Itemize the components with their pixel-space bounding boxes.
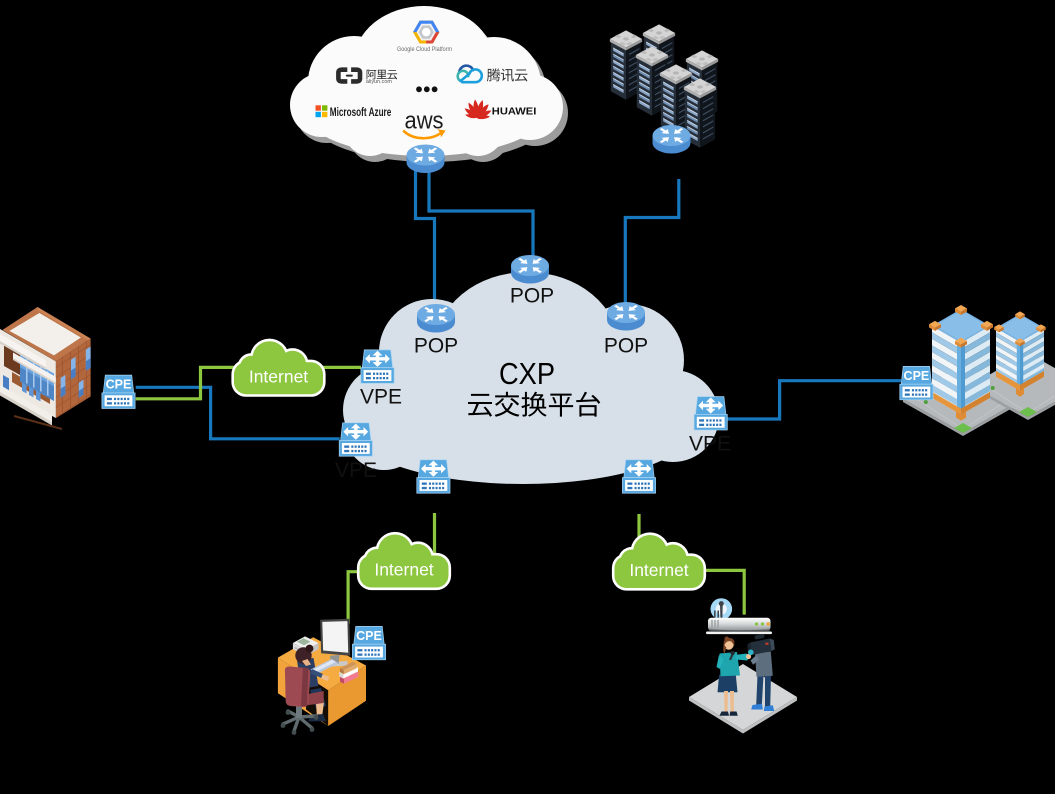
svg-text:CPE: CPE <box>106 378 132 392</box>
svg-text:CPE: CPE <box>356 629 382 643</box>
svg-text:Internet: Internet <box>374 560 433 580</box>
svg-text:HUAWEI: HUAWEI <box>492 106 537 118</box>
svg-text:VPE: VPE <box>689 433 731 456</box>
svg-text:Internet: Internet <box>629 560 688 580</box>
svg-text:VPE: VPE <box>360 386 402 409</box>
svg-text:aws: aws <box>405 107 444 134</box>
svg-text:Microsoft Azure: Microsoft Azure <box>330 105 392 119</box>
svg-text:Internet: Internet <box>249 366 308 386</box>
svg-text:aliyun.com: aliyun.com <box>366 79 392 85</box>
svg-text:POP: POP <box>604 335 648 358</box>
svg-text:CXP: CXP <box>499 356 555 391</box>
svg-text:POP: POP <box>510 285 554 308</box>
svg-text:CPE: CPE <box>904 369 930 383</box>
svg-text:Google Cloud Platform: Google Cloud Platform <box>397 46 452 53</box>
svg-text:POP: POP <box>414 335 458 358</box>
svg-text:VPE: VPE <box>335 459 377 482</box>
